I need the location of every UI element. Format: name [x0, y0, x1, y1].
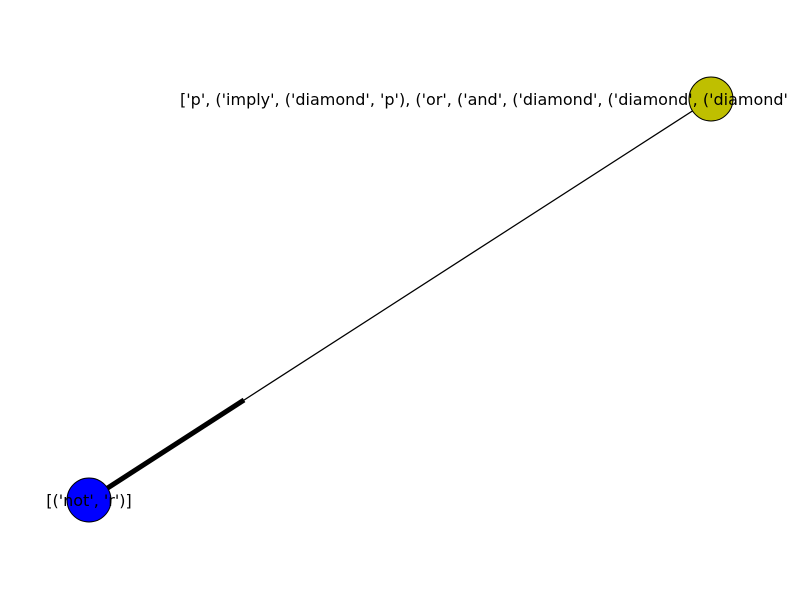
node-n1 [66, 477, 112, 523]
node-label-n1: [('not', 'r')] [46, 491, 132, 510]
node-circle [688, 76, 734, 122]
node-n0 [688, 76, 734, 122]
node-label-n0: ['p', ('imply', ('diamond', 'p'), ('or',… [180, 90, 788, 109]
node-circle [66, 477, 112, 523]
edge-n0-n1 [87, 98, 712, 503]
edge-arrow-thick-end [87, 397, 246, 503]
